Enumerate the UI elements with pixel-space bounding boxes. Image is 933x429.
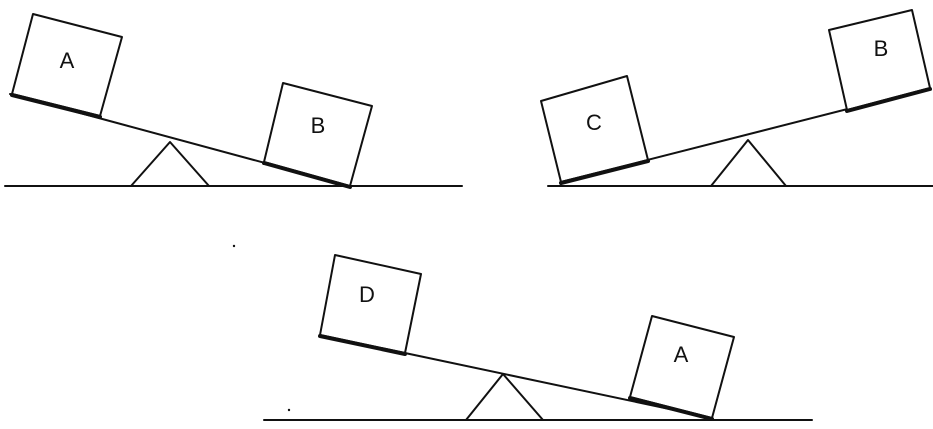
seesaw-1-left-box: A: [12, 14, 122, 117]
seesaw-2-right-box: B: [829, 10, 930, 111]
seesaw-3-left-box: D: [320, 255, 421, 354]
seesaw-1-left-label: A: [60, 48, 75, 73]
seesaw-2-left-box: C: [541, 76, 648, 183]
seesaw-2-left-label: C: [586, 110, 602, 135]
speck: [233, 245, 235, 247]
seesaw-1: A B: [5, 14, 462, 187]
seesaw-2-fulcrum: [711, 140, 786, 186]
seesaw-1-right-box: B: [264, 83, 372, 187]
seesaw-1-fulcrum: [131, 142, 209, 186]
seesaw-3-left-label: D: [359, 282, 375, 307]
seesaw-2: C B: [541, 10, 933, 186]
seesaw-1-right-label: B: [311, 113, 326, 138]
seesaw-3-fulcrum: [466, 374, 543, 420]
seesaw-3-right-label: A: [674, 342, 689, 367]
speck: [288, 409, 290, 411]
seesaw-3-right-box: A: [630, 316, 734, 419]
seesaw-3: D A: [264, 255, 812, 420]
seesaw-2-right-label: B: [874, 36, 889, 61]
